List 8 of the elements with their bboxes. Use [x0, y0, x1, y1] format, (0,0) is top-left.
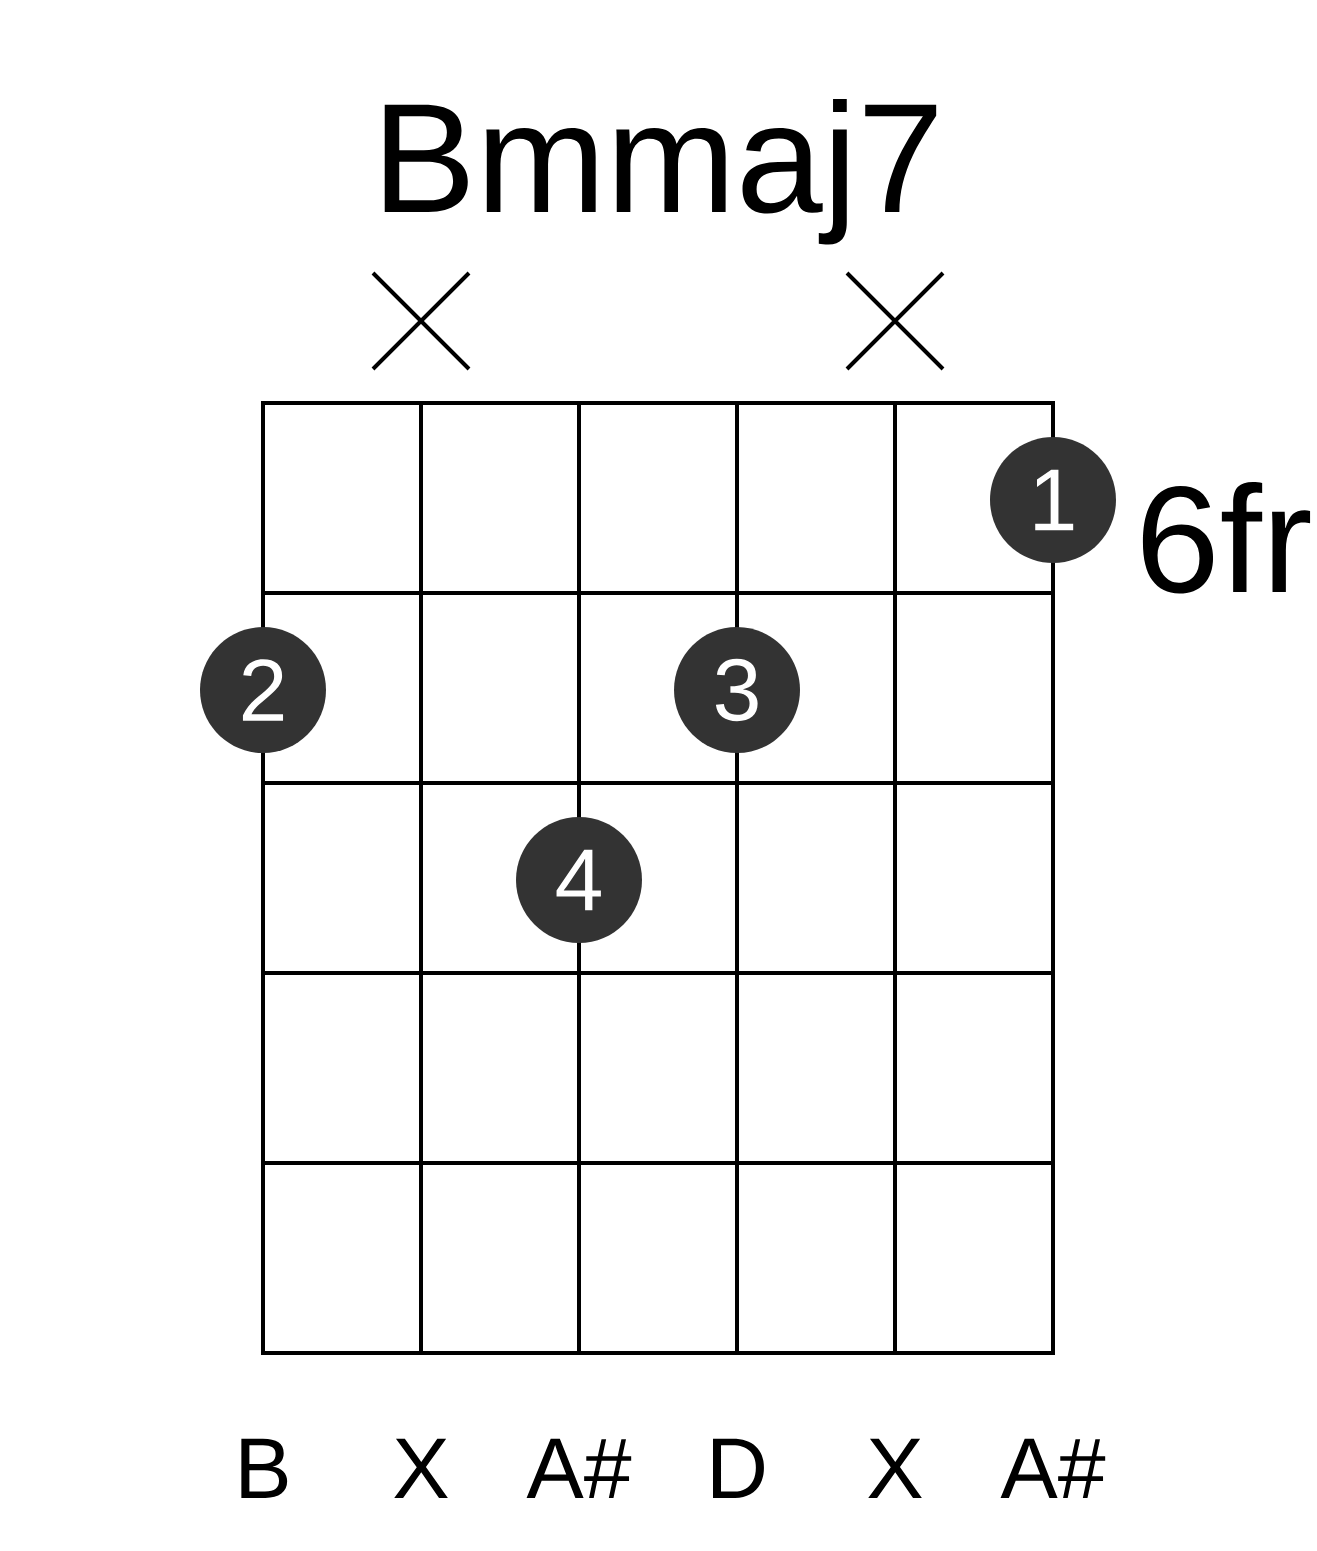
- chord-title: Bmmaj7: [384, 98, 937, 245]
- string-note: A#: [1000, 1438, 1106, 1498]
- string-note: A#: [526, 1438, 632, 1498]
- string-note: B: [241, 1438, 288, 1498]
- string-note: X: [394, 1438, 448, 1498]
- string-note: D: [713, 1438, 764, 1498]
- string-note: X: [868, 1438, 922, 1498]
- fret-number: 6fr: [1142, 482, 1311, 594]
